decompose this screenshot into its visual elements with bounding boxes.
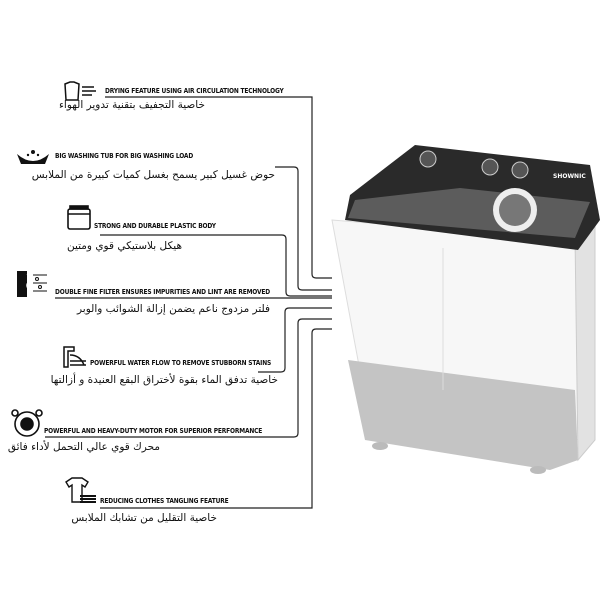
washing-machine-icon — [67, 205, 91, 230]
feature-arabic: هيكل بلاستيكي قوي ومتين — [66, 240, 182, 252]
feature-arabic: خاصية التجفيف بتقنية تدوير الهواء — [59, 99, 205, 111]
feature-title: BIG WASHING TUB FOR BIG WASHING LOAD — [55, 151, 194, 160]
feature-title: DOUBLE FINE FILTER ENSURES IMPURITIES AN… — [55, 287, 270, 296]
water-tap-icon — [63, 346, 86, 368]
feature-title: REDUCING CLOTHES TANGLING FEATURE — [100, 496, 229, 505]
feature-arabic: محرك قوي عالي التحمل لأداء فائق — [7, 441, 160, 453]
feature-arabic: خاصية التقليل من تشابك الملابس — [71, 512, 217, 524]
feature-arabic: فلتر مزدوج ناعم يضمن إزالة الشوائب والوب… — [76, 303, 270, 315]
shirt-air-icon — [64, 81, 96, 101]
tshirt-stack-icon — [65, 477, 96, 503]
feature-title: POWERFUL AND HEAVY-DUTY MOTOR FOR SUPERI… — [44, 426, 263, 435]
motor-icon — [11, 409, 43, 437]
feature-arabic: حوض غسيل كبير يسمح بغسل كميات كبيرة من ا… — [31, 169, 275, 181]
feature-title: STRONG AND DURABLE PLASTIC BODY — [94, 221, 216, 230]
washing-machine-illustration: SHOWNIC — [331, 145, 600, 474]
wash-tub-icon — [17, 150, 49, 164]
feature-arabic: خاصية تدفق الماء بقوة لأختراق البقع العن… — [50, 374, 278, 386]
brand-logo: SHOWNIC — [553, 173, 586, 180]
feature-title: POWERFUL WATER FLOW TO REMOVE STUBBORN S… — [90, 358, 272, 367]
filter-icon — [17, 271, 47, 298]
feature-title: DRYING FEATURE USING AIR CIRCULATION TEC… — [105, 86, 284, 95]
